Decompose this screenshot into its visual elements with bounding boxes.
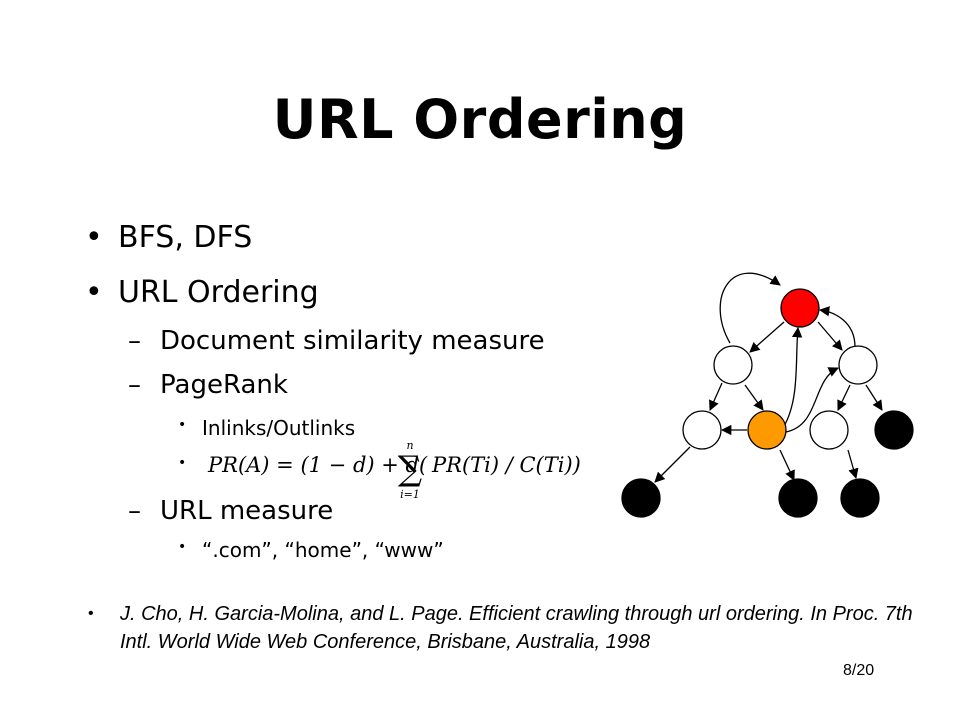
node-white-right bbox=[838, 345, 878, 385]
bullet-marker: • bbox=[178, 417, 187, 433]
node-black-bottom-left bbox=[621, 478, 661, 518]
subbullet-text: PageRank bbox=[160, 370, 288, 400]
formula-lhs: PR(A) = (1 − d) + d( bbox=[207, 453, 428, 477]
formula-sum-lower: i=1 bbox=[400, 488, 420, 501]
node-red bbox=[780, 288, 820, 328]
node-black-bottom-mid bbox=[778, 478, 818, 518]
slide-title: URL Ordering bbox=[272, 88, 688, 151]
bullet-marker: • bbox=[85, 220, 103, 255]
edge-red-to-white-right bbox=[817, 321, 843, 351]
bullet-marker: • bbox=[178, 539, 187, 555]
edge-white-right-to-black-r3 bbox=[865, 384, 883, 411]
node-black-bottom-right bbox=[840, 478, 880, 518]
reference-text: J. Cho, H. Garcia-Molina, and L. Page. E… bbox=[120, 603, 913, 653]
graph-edges bbox=[654, 272, 883, 483]
edge-white-right-to-white-r3 bbox=[837, 384, 851, 411]
graph-nodes bbox=[621, 288, 914, 518]
pagerank-formula: PR(A) = (1 − d) + d( n ∑ i=1 PR(Ti) / C(… bbox=[207, 442, 580, 501]
subbullet-text: Document similarity measure bbox=[160, 326, 545, 356]
edge-white-left-to-white-l3 bbox=[709, 382, 723, 411]
bullet-marker: • bbox=[88, 605, 94, 622]
edge-orange-to-white-right bbox=[785, 367, 839, 433]
bullet-text: BFS, DFS bbox=[118, 220, 253, 255]
node-white-l3 bbox=[682, 410, 722, 450]
node-black-r3 bbox=[874, 410, 914, 450]
formula-rhs: PR(Ti) / C(Ti)) bbox=[431, 453, 580, 477]
subbullet-text: URL measure bbox=[160, 496, 334, 526]
edge-white-l3-to-black-bottom-left bbox=[654, 446, 691, 483]
link-graph-diagram bbox=[621, 272, 914, 518]
dash-marker: – bbox=[128, 370, 141, 400]
bullet-text: URL Ordering bbox=[118, 275, 319, 310]
formula-sum-upper: n bbox=[406, 442, 413, 452]
page-number: 8/20 bbox=[843, 662, 875, 679]
bullet-marker: • bbox=[178, 455, 187, 471]
formula-sum-sign: ∑ bbox=[398, 449, 422, 489]
edge-orange-to-red bbox=[782, 326, 803, 429]
edge-white-left-to-orange bbox=[744, 384, 764, 411]
edge-left-loop-to-red bbox=[719, 272, 781, 344]
edge-white-right-to-red bbox=[818, 306, 856, 348]
bullet-marker: • bbox=[85, 275, 103, 310]
dash-marker: – bbox=[128, 326, 141, 356]
dash-marker: – bbox=[128, 496, 141, 526]
node-white-left bbox=[713, 345, 753, 385]
edge-orange-to-black-bottom-mid bbox=[779, 449, 795, 481]
subsub-text: Inlinks/Outlinks bbox=[202, 416, 356, 440]
edge-white-r3-to-black-bottom-right bbox=[847, 449, 859, 479]
node-white-r3 bbox=[809, 410, 849, 450]
subsub-text: “.com”, “home”, “www” bbox=[202, 538, 444, 562]
edge-red-to-white-left bbox=[749, 321, 785, 353]
node-orange bbox=[747, 410, 787, 450]
